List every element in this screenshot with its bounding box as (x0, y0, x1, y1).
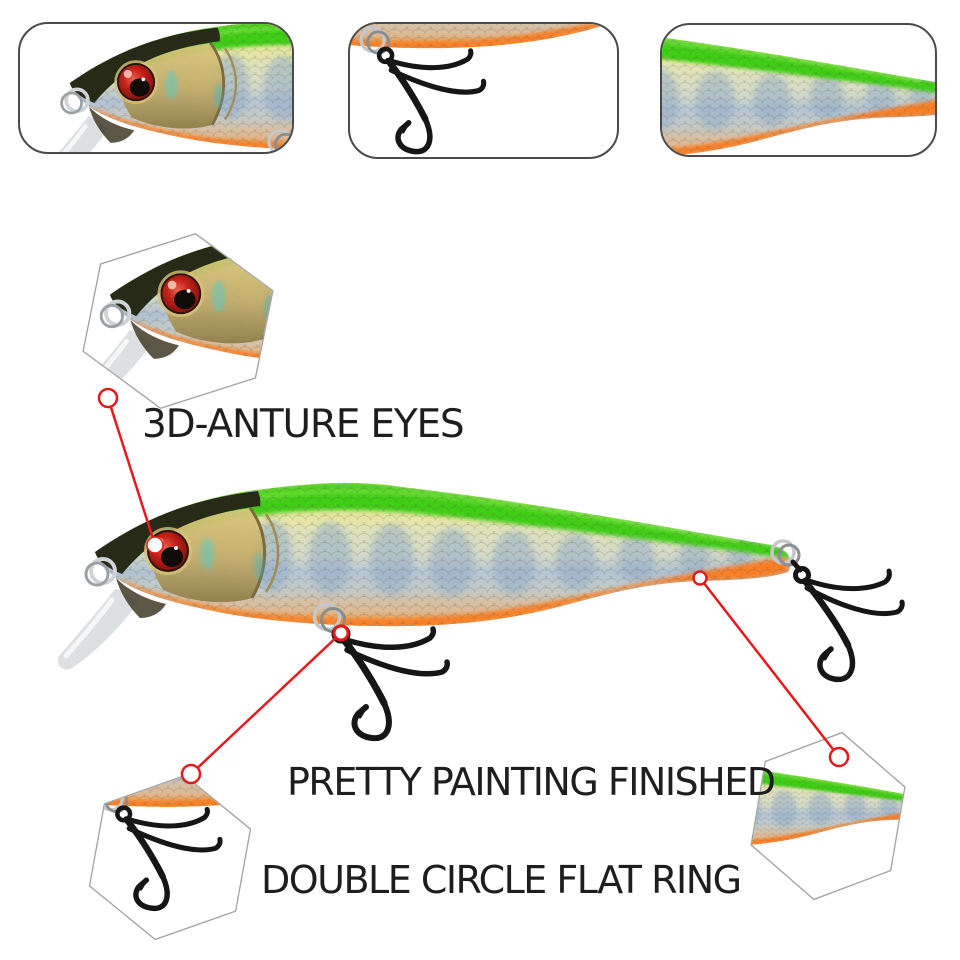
body-pattern-detail-panel (660, 23, 937, 157)
eyes-feature-label: 3D-ANTURE EYES (142, 402, 465, 447)
body-pattern-detail-image (662, 25, 935, 155)
treble-hook-detail-image (350, 24, 617, 157)
ring-feature-label: DOUBLE CIRCLE FLAT RING (261, 858, 742, 902)
head-detail-panel (18, 22, 294, 154)
head-detail-image (20, 24, 292, 152)
painting-feature-label: PRETTY PAINTING FINISHED (287, 760, 776, 804)
treble-hook-detail-panel (348, 22, 619, 159)
